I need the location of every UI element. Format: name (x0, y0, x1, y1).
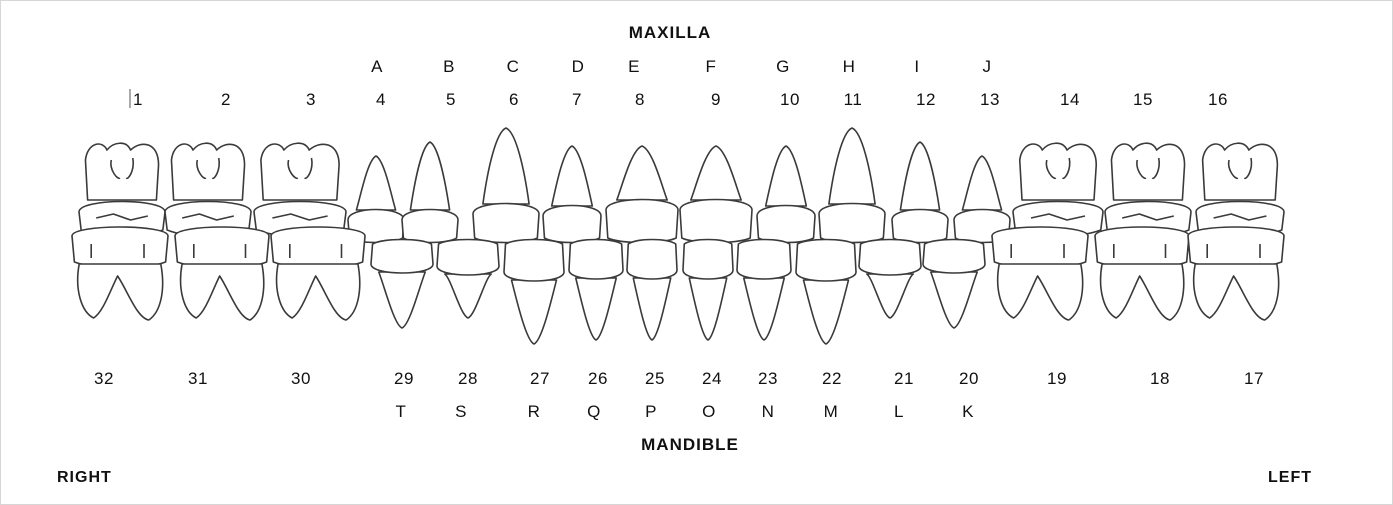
lower-number-26: 26 (588, 369, 608, 388)
upper-molar-2 (164, 142, 252, 237)
lower-number-17: 17 (1244, 369, 1264, 388)
upper-number-8: 8 (635, 90, 645, 109)
lower-tooth-29 (370, 238, 434, 329)
lower-letter-r: R (527, 402, 541, 421)
upper-tooth-6 (472, 127, 540, 244)
upper-number-16: 16 (1208, 90, 1228, 109)
upper-number-6: 6 (509, 90, 519, 109)
lower-molar-18 (1094, 226, 1190, 321)
lower-letter-p: P (645, 402, 657, 421)
upper-tooth-11 (818, 127, 886, 244)
lower-letter-t: T (395, 402, 407, 421)
lower-letter-m: M (823, 402, 839, 421)
lower-tooth-26 (568, 238, 624, 341)
upper-number-14: 14 (1060, 90, 1080, 109)
upper-number-7: 7 (572, 90, 582, 109)
upper-letter-f: F (705, 57, 717, 76)
lower-number-18: 18 (1150, 369, 1170, 388)
upper-molar-3 (253, 142, 347, 237)
upper-molar-15 (1104, 142, 1192, 237)
upper-number-11: 11 (843, 90, 863, 109)
upper-tooth-8 (605, 145, 679, 244)
right-side-label: RIGHT (57, 469, 112, 486)
upper-letter-a: A (371, 57, 383, 76)
upper-molar-16 (1195, 142, 1285, 237)
upper-tooth-12 (891, 141, 949, 244)
upper-letter-c: C (506, 57, 520, 76)
upper-tooth-4 (347, 155, 405, 244)
upper-molar-1 (78, 142, 166, 237)
lower-tooth-25 (626, 238, 678, 341)
upper-number-4: 4 (376, 90, 386, 109)
upper-number-1: 1 (133, 90, 143, 109)
upper-tooth-10 (756, 145, 816, 244)
upper-number-5: 5 (446, 90, 456, 109)
upper-tooth-7 (542, 145, 602, 244)
lower-molar-19 (991, 226, 1089, 321)
upper-letter-d: D (571, 57, 585, 76)
upper-letter-b: B (443, 57, 455, 76)
lower-letter-n: N (761, 402, 775, 421)
lower-tooth-28 (436, 238, 500, 319)
lower-letter-s: S (455, 402, 467, 421)
lower-number-31: 31 (188, 369, 208, 388)
lower-number-23: 23 (758, 369, 778, 388)
maxilla-heading: MAXILLA (628, 23, 712, 42)
lower-molar-30 (270, 226, 366, 321)
upper-number-12: 12 (916, 90, 936, 109)
lower-molar-32 (71, 226, 169, 321)
lower-number-28: 28 (458, 369, 478, 388)
upper-number-3: 3 (306, 90, 316, 109)
upper-letter-i: I (914, 57, 920, 76)
upper-tooth-13 (953, 155, 1011, 244)
lower-tooth-20 (922, 238, 986, 329)
upper-letter-e: E (628, 57, 640, 76)
left-side-label: LEFT (1268, 469, 1312, 486)
upper-tooth-9 (679, 145, 753, 244)
upper-number-13: 13 (980, 90, 1000, 109)
mandible-heading: MANDIBLE (641, 435, 739, 454)
lower-letter-l: L (894, 402, 904, 421)
lower-tooth-27 (503, 238, 565, 345)
lower-number-22: 22 (822, 369, 842, 388)
upper-number-9: 9 (711, 90, 721, 109)
lower-number-24: 24 (702, 369, 722, 388)
lower-number-19: 19 (1047, 369, 1067, 388)
lower-number-27: 27 (530, 369, 550, 388)
lower-tooth-22 (795, 238, 857, 345)
lower-letter-k: K (962, 402, 974, 421)
lower-molar-31 (174, 226, 270, 321)
lower-tooth-23 (736, 238, 792, 341)
lower-molar-17 (1187, 226, 1285, 321)
lower-tooth-24 (682, 238, 734, 341)
lower-tooth-21 (858, 238, 922, 319)
upper-molar-14 (1012, 142, 1104, 237)
lower-letter-q: Q (587, 402, 601, 421)
lower-number-30: 30 (291, 369, 311, 388)
lower-number-32: 32 (94, 369, 114, 388)
upper-number-2: 2 (221, 90, 231, 109)
upper-number-10: 10 (780, 90, 800, 109)
upper-tooth-5 (401, 141, 459, 244)
upper-letter-g: G (776, 57, 790, 76)
lower-letter-o: O (702, 402, 716, 421)
lower-number-20: 20 (959, 369, 979, 388)
lower-number-25: 25 (645, 369, 665, 388)
upper-number-15: 15 (1133, 90, 1153, 109)
lower-number-21: 21 (894, 369, 914, 388)
upper-letter-j: J (982, 57, 992, 76)
upper-letter-h: H (842, 57, 856, 76)
lower-number-29: 29 (394, 369, 414, 388)
